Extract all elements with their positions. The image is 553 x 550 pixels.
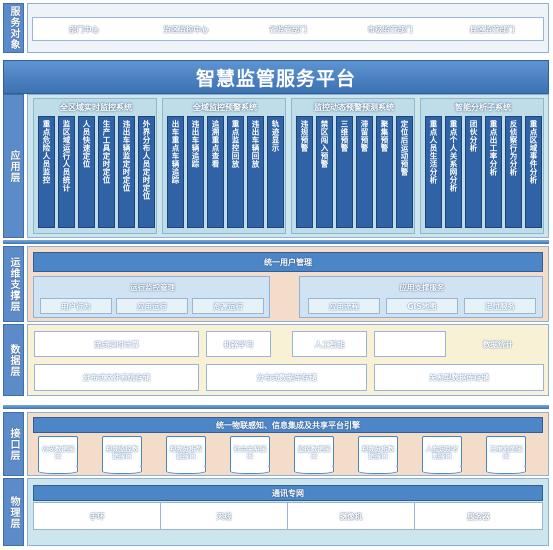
ops-monitor-item: 用户行为 bbox=[40, 298, 112, 314]
app-function-item: 违出车辆回放 bbox=[247, 116, 264, 228]
app-function-item: 重点危险人员监控 bbox=[38, 116, 55, 228]
app-group-alert: 全域监控预警系统 出车重点车辆追踪 违出车辆追踪 追溯重点查看 重点监控回放 违… bbox=[162, 98, 286, 234]
interface-item: 视频分析数据接口 bbox=[358, 436, 398, 474]
ops-monitor-item: 应用运行 bbox=[116, 298, 188, 314]
physical-layer: 通讯专网 手环 天线 摄像机 服务器 bbox=[27, 478, 549, 546]
application-layer: 全区域实时监控系统 重点危险人员监控 监区域运行人员统计 人员快速定位 生产工具… bbox=[27, 94, 549, 238]
interface-item: 人脸识别考勤接口 bbox=[422, 436, 462, 474]
app-function-item: 滞留预警 bbox=[356, 116, 373, 228]
device-bar: 手环 天线 摄像机 服务器 bbox=[33, 502, 543, 530]
data-item: 数据统计 bbox=[452, 331, 544, 357]
app-function-item: 重点人员生活分析 bbox=[425, 116, 442, 228]
ops-support-item: 定位服务 bbox=[464, 298, 536, 314]
app-function-item: 重点监控回放 bbox=[227, 116, 244, 228]
app-function-item: 人员快速定位 bbox=[78, 116, 95, 228]
data-layer-label: 数据层 bbox=[3, 324, 24, 396]
service-layer: 部门中心 监区监控中心 省监管部门 市级监管部门 县区监管部门 bbox=[27, 3, 549, 53]
interface-layer-label: 接口层 bbox=[3, 412, 24, 476]
interface-item: 视频监控数据接口 bbox=[102, 436, 142, 474]
app-group-dynamic: 监控动态预警预测系统 违规预警 禁区闯入预警 三维预警 滞留预警 聚集预警 定位… bbox=[291, 98, 415, 234]
data-item: 机器学习 bbox=[206, 331, 271, 357]
unified-user-management: 统一用户管理 bbox=[33, 252, 543, 272]
app-function-item: 违出车辆追踪 bbox=[187, 116, 204, 228]
interface-layer: 统一物联感知、信息集成及共享平台引擎 公安数据接口 视频监控数据接口 视频分析智… bbox=[27, 412, 549, 476]
device-item: 服务器 bbox=[467, 511, 490, 521]
application-layer-label: 应用层 bbox=[3, 94, 24, 238]
interface-item: 监控数据接口 bbox=[294, 436, 334, 474]
service-layer-label: 服务对象 bbox=[3, 3, 24, 53]
app-function-item: 重点出工率分析 bbox=[485, 116, 502, 228]
app-group-title: 监控动态预警预测系统 bbox=[314, 103, 394, 112]
app-function-item: 违出车辆监定时定位 bbox=[118, 116, 135, 228]
storage-item: 分布式数据库存储 bbox=[206, 364, 367, 391]
ops-support-item: 应用流程 bbox=[308, 298, 380, 314]
private-network: 通讯专网 bbox=[33, 485, 543, 501]
ops-monitor-group: 运行监控管理 用户行为 应用运行 资源运行 bbox=[33, 276, 270, 318]
interface-item: 公安数据接口 bbox=[38, 436, 78, 474]
service-item: 部门中心 bbox=[69, 24, 99, 34]
app-group-title: 全区域实时监控系统 bbox=[60, 103, 132, 112]
service-items-bar: 部门中心 监区监控中心 省监管部门 市级监管部门 县区监管部门 bbox=[32, 17, 544, 41]
app-function-item: 追溯重点查看 bbox=[207, 116, 224, 228]
data-layer: 流式实时计算 机器学习 人工智能 数据统计 分布式文件系统存储 分布式数据库存储… bbox=[27, 324, 549, 396]
storage-item: 分布式文件系统存储 bbox=[34, 364, 199, 391]
app-function-item: 三维预警 bbox=[336, 116, 353, 228]
platform-title-bar: 智慧监管服务平台 bbox=[3, 60, 549, 94]
divider bbox=[3, 240, 549, 244]
ops-support-group: 应用支撑服务 应用流程 GIS地图 定位服务 bbox=[299, 276, 543, 318]
device-item: 天线 bbox=[161, 503, 288, 529]
interface-item: 三维地图接口 bbox=[486, 436, 526, 474]
service-item: 监区监控中心 bbox=[163, 24, 209, 34]
app-function-item: 聚集预警 bbox=[376, 116, 393, 228]
ops-monitor-title: 运行监控管理 bbox=[130, 282, 175, 292]
app-function-item: 出车重点车辆追踪 bbox=[167, 116, 184, 228]
app-function-item: 违规预警 bbox=[296, 116, 313, 228]
physical-layer-label: 物理层 bbox=[3, 478, 24, 546]
device-item: 手环 bbox=[34, 503, 161, 529]
ops-layer: 统一用户管理 运行监控管理 用户行为 应用运行 资源运行 应用支撑服务 应用流程… bbox=[27, 246, 549, 322]
data-item: 人工智能 bbox=[292, 331, 367, 357]
app-function-item: 轨迹显示 bbox=[267, 116, 284, 228]
app-function-item: 团伙分析 bbox=[465, 116, 482, 228]
ops-support-title: 应用支撑服务 bbox=[399, 282, 445, 292]
app-group-realtime: 全区域实时监控系统 重点危险人员监控 监区域运行人员统计 人员快速定位 生产工具… bbox=[33, 98, 157, 234]
app-group-analysis: 智能分析子系统 重点人员生活分析 重点个人关系网分析 团伙分析 重点出工率分析 … bbox=[420, 98, 544, 234]
storage-item: 关系型数据库存储 bbox=[374, 364, 544, 391]
ops-layer-label: 运维支撑层 bbox=[3, 246, 24, 322]
divider bbox=[3, 405, 549, 409]
data-item: 流式实时计算 bbox=[34, 331, 199, 357]
device-item: 摄像机 bbox=[288, 503, 415, 529]
interface-item: 社会关系接口 bbox=[230, 436, 270, 474]
app-group-title: 全域监控预警系统 bbox=[193, 103, 257, 112]
app-function-item: 重点个人关系网分析 bbox=[445, 116, 462, 228]
service-item: 县区监管部门 bbox=[469, 24, 515, 34]
integration-engine: 统一物联感知、信息集成及共享平台引擎 bbox=[33, 417, 543, 433]
platform-title: 智慧监管服务平台 bbox=[195, 67, 356, 90]
service-item: 市级监管部门 bbox=[367, 24, 413, 34]
app-function-item: 定位后运动预警 bbox=[396, 116, 413, 228]
app-function-item: 反侦察行为分析 bbox=[505, 116, 522, 228]
interface-item: 视频分析智能接口 bbox=[166, 436, 206, 474]
ops-monitor-item: 资源运行 bbox=[192, 298, 264, 314]
app-group-title: 智能分析子系统 bbox=[455, 103, 511, 112]
app-function-item: 禁区闯入预警 bbox=[316, 116, 333, 228]
app-function-item: 重点区域事件分析 bbox=[525, 116, 542, 228]
app-function-item: 生产工具定时定位 bbox=[98, 116, 115, 228]
app-function-item: 监区域运行人员统计 bbox=[58, 116, 75, 228]
app-function-item: 外界分布人员定时定位 bbox=[138, 116, 155, 228]
data-item bbox=[374, 331, 446, 357]
ops-support-item: GIS地图 bbox=[386, 298, 458, 314]
service-item: 省监管部门 bbox=[269, 24, 307, 34]
